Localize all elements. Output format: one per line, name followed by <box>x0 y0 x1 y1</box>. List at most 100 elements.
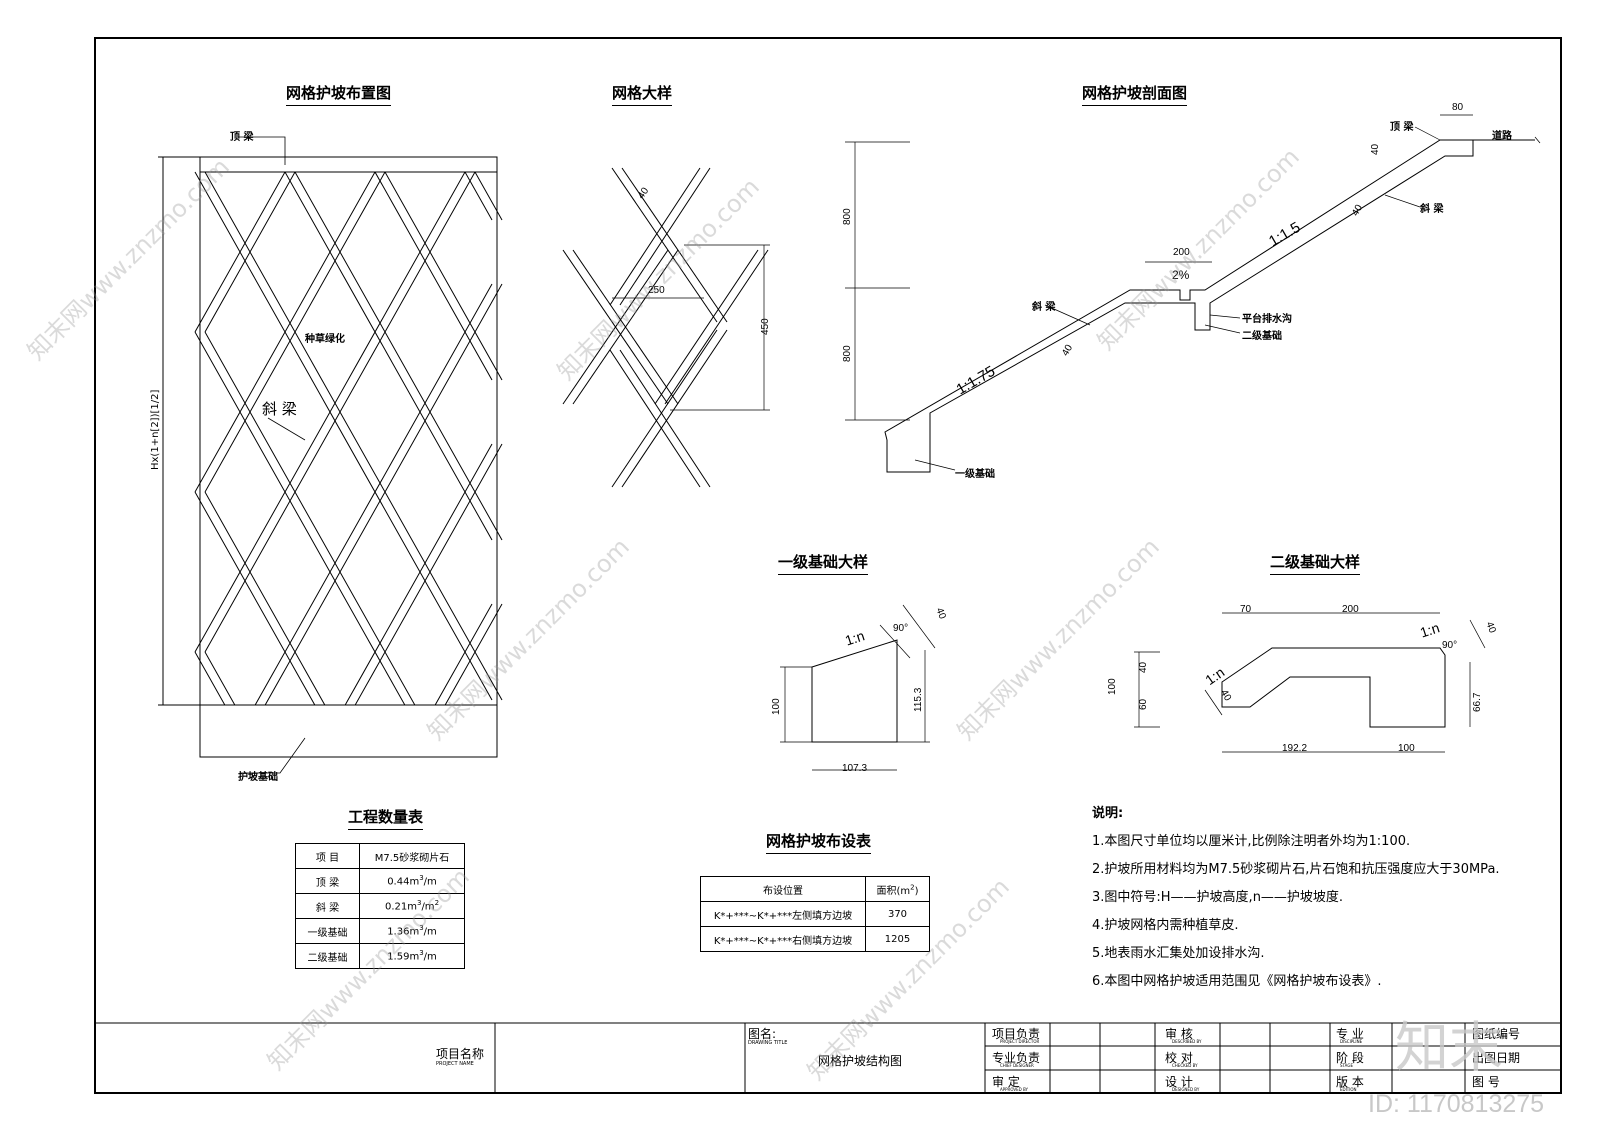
tb-discipline-lead-en: CHIEF DESIGNER <box>1000 1063 1034 1068</box>
f2-dim-192: 192.2 <box>1282 743 1308 754</box>
table-cell: 1205 <box>865 926 930 952</box>
lattice-line <box>254 283 493 706</box>
tb-project-name-en: PROJECT NAME <box>436 1061 474 1067</box>
section-foundation1: 一级基础 <box>955 469 995 480</box>
layout-diagonal-beam-label: 斜 梁 <box>262 400 297 418</box>
tb-stage-en: STAGE <box>1340 1063 1353 1068</box>
table-cell: 一级基础 <box>295 918 360 944</box>
table-cell: 顶 梁 <box>295 868 360 894</box>
note-item: 6.本图中网格护坡适用范围见《网格护坡布设表》. <box>1092 974 1382 989</box>
table-cell: 面积(m2) <box>865 876 930 902</box>
tb-review-en: DESCRIBED BY <box>1172 1039 1202 1044</box>
table-cell: 1.36m3/m <box>359 918 465 944</box>
notes-heading: 说明: <box>1092 806 1124 821</box>
lattice-line <box>194 171 376 493</box>
layout-height-formula: Hx(1+n[2])[1/2] <box>150 389 161 470</box>
quantity-table: 项 目 M7.5砂浆砌片石 顶 梁 0.44m3/m 斜 梁 0.21m3/m2… <box>295 843 465 969</box>
section-title: 网格护坡剖面图 <box>1082 82 1188 106</box>
lattice-line <box>194 491 316 706</box>
foundation2-drawing <box>1134 612 1486 753</box>
tb-discipline: 专 业 <box>1336 1027 1364 1041</box>
layout-leaders <box>238 136 306 774</box>
note-item: 2.护坡所用材料均为M7.5砂浆砌片石,片石饱和抗压强度应大于30MPa. <box>1092 862 1500 877</box>
table-cell: M7.5砂浆砌片石 <box>359 843 465 869</box>
table-cell: 370 <box>865 901 930 927</box>
f2-dim-40c: 40 <box>1138 661 1149 673</box>
tb-date: 出图日期 <box>1472 1051 1521 1065</box>
f1-dim-115: 115.3 <box>913 687 924 712</box>
f1-dim-100: 100 <box>771 698 782 715</box>
tb-design-en: DESIGNED BY <box>1172 1087 1200 1092</box>
note-item: 3.图中符号:H——护坡高度,n——护坡坡度. <box>1092 890 1344 905</box>
foundation1-drawing <box>780 604 936 771</box>
layout-planting-label: 种草绿化 <box>305 334 345 345</box>
lattice-line <box>354 443 503 706</box>
tb-edition-en: EDITION <box>1340 1087 1357 1092</box>
table-cell: 布设位置 <box>700 876 866 902</box>
grid-height-dim: 450 <box>760 318 771 335</box>
lattice-line <box>194 171 466 653</box>
note-item: 1.本图尺寸单位均以厘米计,比例除注明者外均为1:100. <box>1092 834 1411 849</box>
table-row: 一级基础 1.36m3/m <box>295 918 465 944</box>
grid-detail-title: 网格大样 <box>612 82 673 106</box>
watermark-logo: 知末 <box>1395 1016 1503 1079</box>
lattice-line <box>204 491 326 706</box>
tb-edition: 版 本 <box>1336 1075 1364 1089</box>
tb-discipline-en: DISCIPLINE <box>1340 1039 1363 1044</box>
lattice-line <box>204 171 503 701</box>
table-cell: K*+***~K*+***右侧填方边坡 <box>700 926 866 952</box>
tb-stage: 阶 段 <box>1336 1051 1364 1065</box>
table-row: 斜 梁 0.21m3/m2 <box>295 893 465 919</box>
distribution-table-title: 网格护坡布设表 <box>766 830 872 854</box>
lattice-line <box>204 171 476 653</box>
f2-angle: 90° <box>1442 640 1458 651</box>
lattice-line <box>194 171 286 333</box>
lattice-line <box>204 171 296 333</box>
lattice-line <box>344 443 493 706</box>
layout-title: 网格护坡布置图 <box>286 82 392 106</box>
table-cell: K*+***~K*+***左侧填方边坡 <box>700 901 866 927</box>
table-cell: 斜 梁 <box>295 893 360 919</box>
table-cell: 二级基础 <box>295 943 360 969</box>
notes: 说明: 1.本图尺寸单位均以厘米计,比例除注明者外均为1:100. 2.护坡所用… <box>1092 800 1500 996</box>
layout-plan <box>158 156 498 758</box>
tb-drawing-title: 网格护坡结构图 <box>818 1054 903 1068</box>
table-row: K*+***~K*+***右侧填方边坡 1205 <box>700 926 930 952</box>
lattice-line <box>434 603 493 706</box>
tb-project-lead-en: PROJECT DIRECTOR <box>1000 1039 1040 1044</box>
f2-dim-60: 60 <box>1138 698 1149 710</box>
lattice-line <box>264 283 503 706</box>
distribution-table: 布设位置 面积(m2) K*+***~K*+***左侧填方边坡 370 K*+*… <box>700 876 930 952</box>
note-item: 5.地表雨水汇集处加设排水沟. <box>1092 946 1265 961</box>
quantity-table-title: 工程数量表 <box>348 806 424 830</box>
f1-dim-107: 107.3 <box>842 763 868 774</box>
f2-dim-100: 100 <box>1107 678 1118 695</box>
grid-detail <box>562 167 770 488</box>
section-diagonal-lower: 斜 梁 <box>1032 302 1056 313</box>
section-dim-80: 80 <box>1452 102 1464 113</box>
section-top-beam: 顶 梁 <box>1390 122 1414 133</box>
lattice-line <box>204 171 386 493</box>
tb-project-name: 项目名称 <box>436 1047 485 1061</box>
layout-base-label: 护坡基础 <box>238 772 278 783</box>
table-row: 布设位置 面积(m2) <box>700 876 930 902</box>
table-cell: 0.44m3/m <box>359 868 465 894</box>
tb-drawing-title-label: 图名: <box>748 1027 777 1041</box>
lattice-line <box>204 331 416 706</box>
table-row: 二级基础 1.59m3/m <box>295 943 465 969</box>
section-road: 道路 <box>1492 131 1512 142</box>
f2-dim-70: 70 <box>1240 604 1252 615</box>
tb-drawing-num: 图 号 <box>1472 1075 1500 1089</box>
section-foundation2: 二级基础 <box>1242 331 1282 342</box>
tb-drawing-title-en: DRAWING TITLE <box>748 1040 788 1046</box>
tb-check: 校 对 <box>1165 1051 1193 1065</box>
section-grade: 2% <box>1172 268 1190 282</box>
f2-dim-200: 200 <box>1342 604 1359 615</box>
table-row: 项 目 M7.5砂浆砌片石 <box>295 843 465 869</box>
lattice-line <box>384 171 503 381</box>
foundation2-title: 二级基础大样 <box>1270 551 1361 575</box>
lattice-grid <box>194 171 503 706</box>
tb-check-en: CHECKED BY <box>1172 1063 1198 1068</box>
table-cell: 0.21m3/m2 <box>359 893 465 919</box>
tb-approved-en: APPROVED BY <box>1000 1087 1029 1092</box>
